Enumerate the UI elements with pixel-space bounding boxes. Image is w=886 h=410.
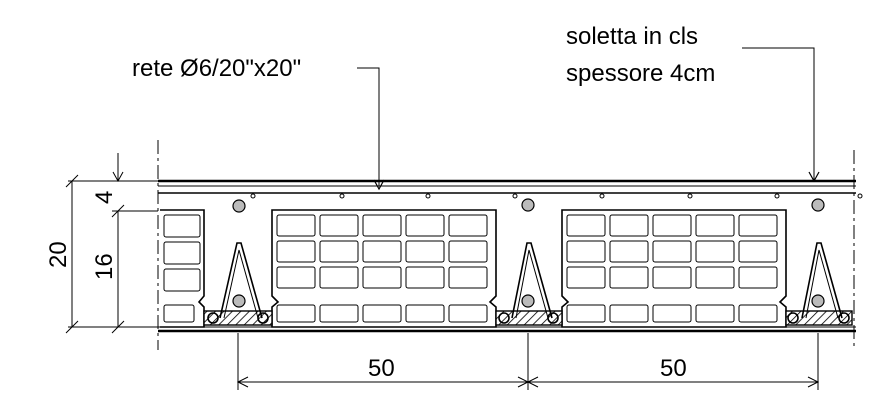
- right-block-cell: [566, 240, 606, 263]
- dim-total-height-label: 20: [45, 241, 72, 268]
- break-lines: [157, 140, 855, 350]
- right-block-cell: [652, 240, 692, 263]
- right-block-bottom-cell: [738, 304, 778, 323]
- middle-block-bottom-cell: [276, 304, 316, 323]
- dim-spacing-right-label: 50: [660, 355, 687, 382]
- dim-spacing: [236, 333, 820, 390]
- dim-block-height-label: 16: [91, 253, 118, 280]
- dim-slab-thickness-label: 4: [91, 191, 118, 204]
- right-block-bottom-cell: [566, 304, 606, 323]
- right-block-cell: [738, 240, 778, 263]
- middle-block-cell: [362, 266, 402, 289]
- middle-block-cell: [362, 240, 402, 263]
- right-block-cell: [695, 214, 735, 237]
- slab-label-line1: soletta in cls: [566, 23, 698, 50]
- middle-block-cell: [448, 240, 488, 263]
- concrete-slab: [158, 179, 856, 194]
- top-rebars: [232, 198, 825, 308]
- middle-block-cell: [405, 240, 445, 263]
- dim-slab-and-block: [111, 153, 158, 334]
- right-block-cell: [695, 240, 735, 263]
- middle-block-cell: [448, 214, 488, 237]
- middle-block-cell: [276, 214, 316, 237]
- right-block-cell: [695, 266, 735, 289]
- joist-3: [785, 242, 853, 326]
- right-block-cell: [609, 214, 649, 237]
- joist-1: [203, 242, 273, 326]
- right-block-cell: [738, 214, 778, 237]
- right-block-bottom-cell: [652, 304, 692, 323]
- mesh-leader: [357, 67, 385, 191]
- slab-leader: [742, 47, 820, 183]
- middle-block-cell: [448, 266, 488, 289]
- middle-block-bottom-cell: [319, 304, 359, 323]
- right-block-bottom-cell: [695, 304, 735, 323]
- mesh-rebar-dots: [250, 193, 863, 199]
- right-block-cell: [738, 266, 778, 289]
- middle-block-cell: [362, 214, 402, 237]
- hollow-block-left: [160, 209, 205, 328]
- middle-block-bottom-cell: [448, 304, 488, 323]
- middle-block-cell: [405, 214, 445, 237]
- right-block-bottom-cell: [609, 304, 649, 323]
- right-block-cell: [609, 240, 649, 263]
- middle-block-cell: [276, 266, 316, 289]
- slab-label-line2: spessore 4cm: [566, 60, 715, 87]
- dim-total-height: [65, 174, 158, 334]
- middle-block-cell: [276, 240, 316, 263]
- dim-spacing-left-label: 50: [368, 355, 395, 382]
- middle-block-cell: [319, 214, 359, 237]
- right-block-cell: [609, 266, 649, 289]
- joist-2: [495, 242, 563, 326]
- middle-block-bottom-cell: [405, 304, 445, 323]
- middle-block-cell: [319, 240, 359, 263]
- right-block-cell: [652, 214, 692, 237]
- right-block-cell: [566, 266, 606, 289]
- middle-block-cell: [405, 266, 445, 289]
- mesh-label: rete Ø6/20"x20": [132, 55, 301, 82]
- middle-block-bottom-cell: [362, 304, 402, 323]
- hollow-block-middle: [271, 209, 497, 328]
- hollow-block-right: [561, 209, 787, 328]
- middle-block-cell: [319, 266, 359, 289]
- right-block-cell: [652, 266, 692, 289]
- right-block-cell: [566, 214, 606, 237]
